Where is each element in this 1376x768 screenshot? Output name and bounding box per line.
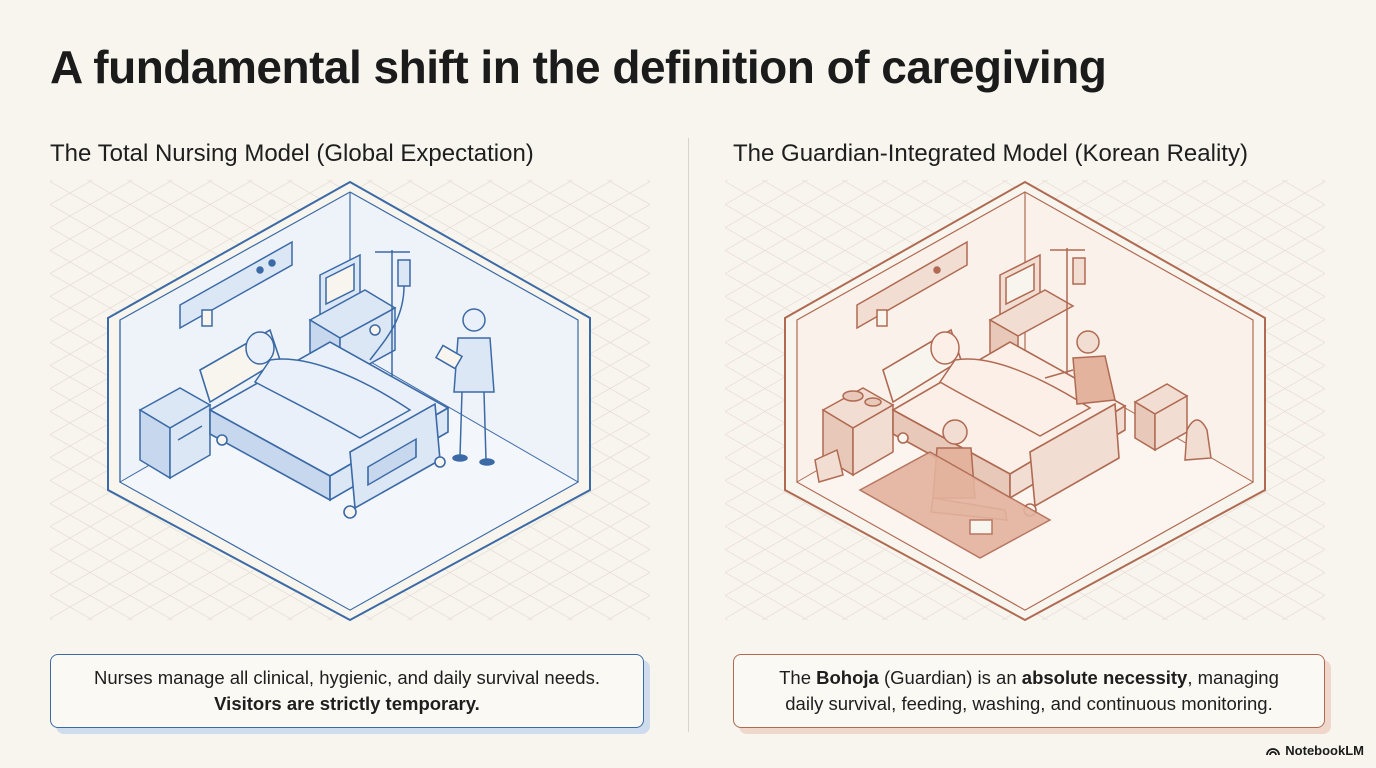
nurse-figure [434,308,495,466]
right-caption-box: The Bohoja (Guardian) is an absolute nec… [733,654,1325,728]
page-title: A fundamental shift in the definition of… [50,41,1107,93]
left-heading: The Total Nursing Model (Global Expectat… [50,140,534,167]
wall-headboard-panel [856,240,968,330]
right-heading: The Guardian-Integrated Model (Korean Re… [733,140,1248,167]
patient-figure [930,331,1092,437]
guardian-figure-standing [1044,330,1116,405]
patient-figure [245,331,412,439]
bedside-table [138,387,212,480]
column-divider [688,138,689,732]
total-nursing-room-illustration [50,180,650,622]
floor-sleeping-mat [858,451,1052,559]
notebooklm-brand: NotebookLM [1266,743,1364,758]
brand-label: NotebookLM [1285,743,1364,758]
left-caption-line2: Visitors are strictly temporary. [214,693,480,714]
left-caption-line1: Nurses manage all clinical, hygienic, an… [94,667,600,688]
guardian-integrated-room-illustration [725,180,1325,622]
right-caption-line2: daily survival, feeding, washing, and co… [785,693,1273,714]
guardian-supplies [814,383,1212,483]
right-caption-line1: The Bohoja (Guardian) is an absolute nec… [779,667,1279,688]
wall-headboard-panel [179,240,293,330]
notebooklm-logo-icon [1266,748,1281,756]
left-caption-box: Nurses manage all clinical, hygienic, an… [50,654,644,728]
